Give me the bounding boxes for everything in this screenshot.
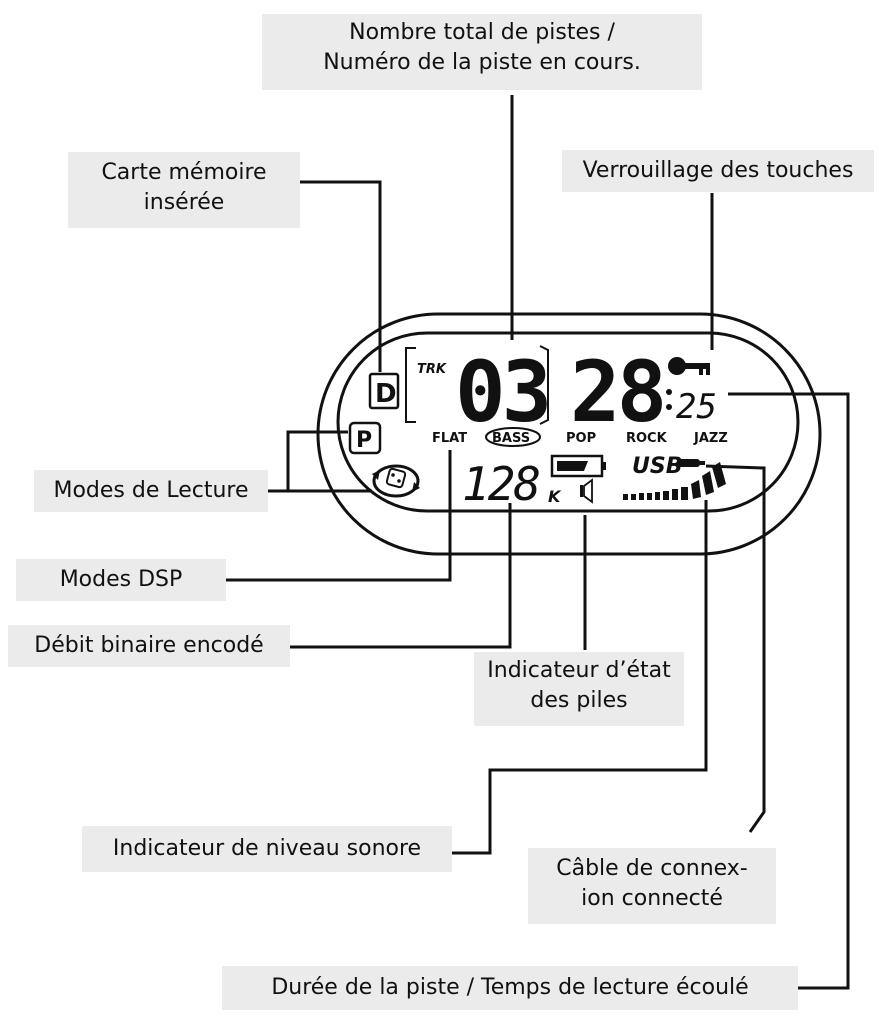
bitrate-unit: K [548, 487, 562, 506]
leader-volume [452, 500, 708, 855]
callout-play-modes: Modes de Lecture [34, 470, 268, 512]
leader-dsp [226, 450, 452, 582]
track-bracket-right [539, 345, 549, 425]
callout-cable-line1: Câble de connex- [556, 856, 748, 881]
shuffle-repeat-icon [372, 464, 420, 498]
svg-text:D: D [375, 379, 397, 409]
usb-label: USB [632, 454, 682, 479]
callout-track-count-line2: Numéro de la piste en cours. [323, 50, 641, 75]
leader-bitrate [290, 503, 512, 649]
time-colon-top [666, 389, 672, 395]
callout-duration-line1: Durée de la piste / Temps de lecture éco… [271, 975, 749, 1000]
callout-cable: Câble de connex- ion connecté [528, 848, 776, 924]
time-main-digits: 28 [570, 343, 663, 441]
track-bracket-left [405, 347, 416, 423]
callout-memory-card: Carte mémoire insérée [68, 152, 300, 228]
callout-battery-line2: des piles [530, 688, 628, 713]
callout-track-count-line1: Nombre total de pistes / [349, 20, 615, 45]
speaker-icon [580, 478, 593, 504]
eq-pop: POP [566, 431, 596, 446]
eq-selected-outline [485, 427, 541, 447]
battery-icon [550, 454, 606, 478]
leader-cable [705, 464, 766, 833]
bitrate-digits: 128 [462, 457, 539, 511]
callout-cable-line2: ion connecté [581, 886, 723, 911]
leader-lines [226, 95, 850, 990]
eq-rock: ROCK [626, 431, 668, 446]
callout-dsp-modes: Modes DSP [16, 559, 226, 601]
volume-level-bars [623, 462, 726, 500]
eq-bass: BASS [492, 431, 530, 446]
callout-track-count: Nombre total de pistes / Numéro de la pi… [262, 14, 702, 90]
callout-bitrate-line1: Débit binaire encodé [34, 633, 264, 658]
track-number-digits: 03 [455, 343, 548, 441]
callout-volume: Indicateur de niveau sonore [82, 826, 452, 872]
callout-bitrate: Débit binaire encodé [8, 625, 290, 667]
time-colon-bottom [666, 404, 672, 410]
callout-duration: Durée de la piste / Temps de lecture éco… [222, 966, 798, 1010]
leader-duration [728, 392, 850, 990]
cable-plug-icon [678, 459, 705, 467]
leader-memory-card [300, 180, 382, 372]
svg-text:P: P [356, 428, 372, 453]
key-lock-icon [668, 357, 710, 375]
callout-battery-line1: Indicateur d’état [487, 658, 671, 683]
callout-key-lock-line1: Verrouillage des touches [582, 158, 854, 183]
callout-play-modes-line1: Modes de Lecture [53, 478, 249, 503]
callout-memory-card-line1: Carte mémoire [101, 160, 267, 185]
eq-jazz: JAZZ [693, 431, 728, 446]
callout-memory-card-line2: insérée [143, 190, 225, 215]
memory-card-icon: D [368, 372, 400, 410]
trk-label: TRK [417, 362, 447, 377]
program-mode-icon: P [348, 421, 382, 455]
callout-volume-line1: Indicateur de niveau sonore [112, 836, 422, 861]
time-sub-digits: 25 [676, 387, 717, 427]
eq-flat: FLAT [432, 431, 467, 446]
callout-key-lock: Verrouillage des touches [562, 150, 874, 192]
callout-dsp-modes-line1: Modes DSP [59, 567, 183, 592]
callout-battery: Indicateur d’état des piles [474, 652, 684, 726]
